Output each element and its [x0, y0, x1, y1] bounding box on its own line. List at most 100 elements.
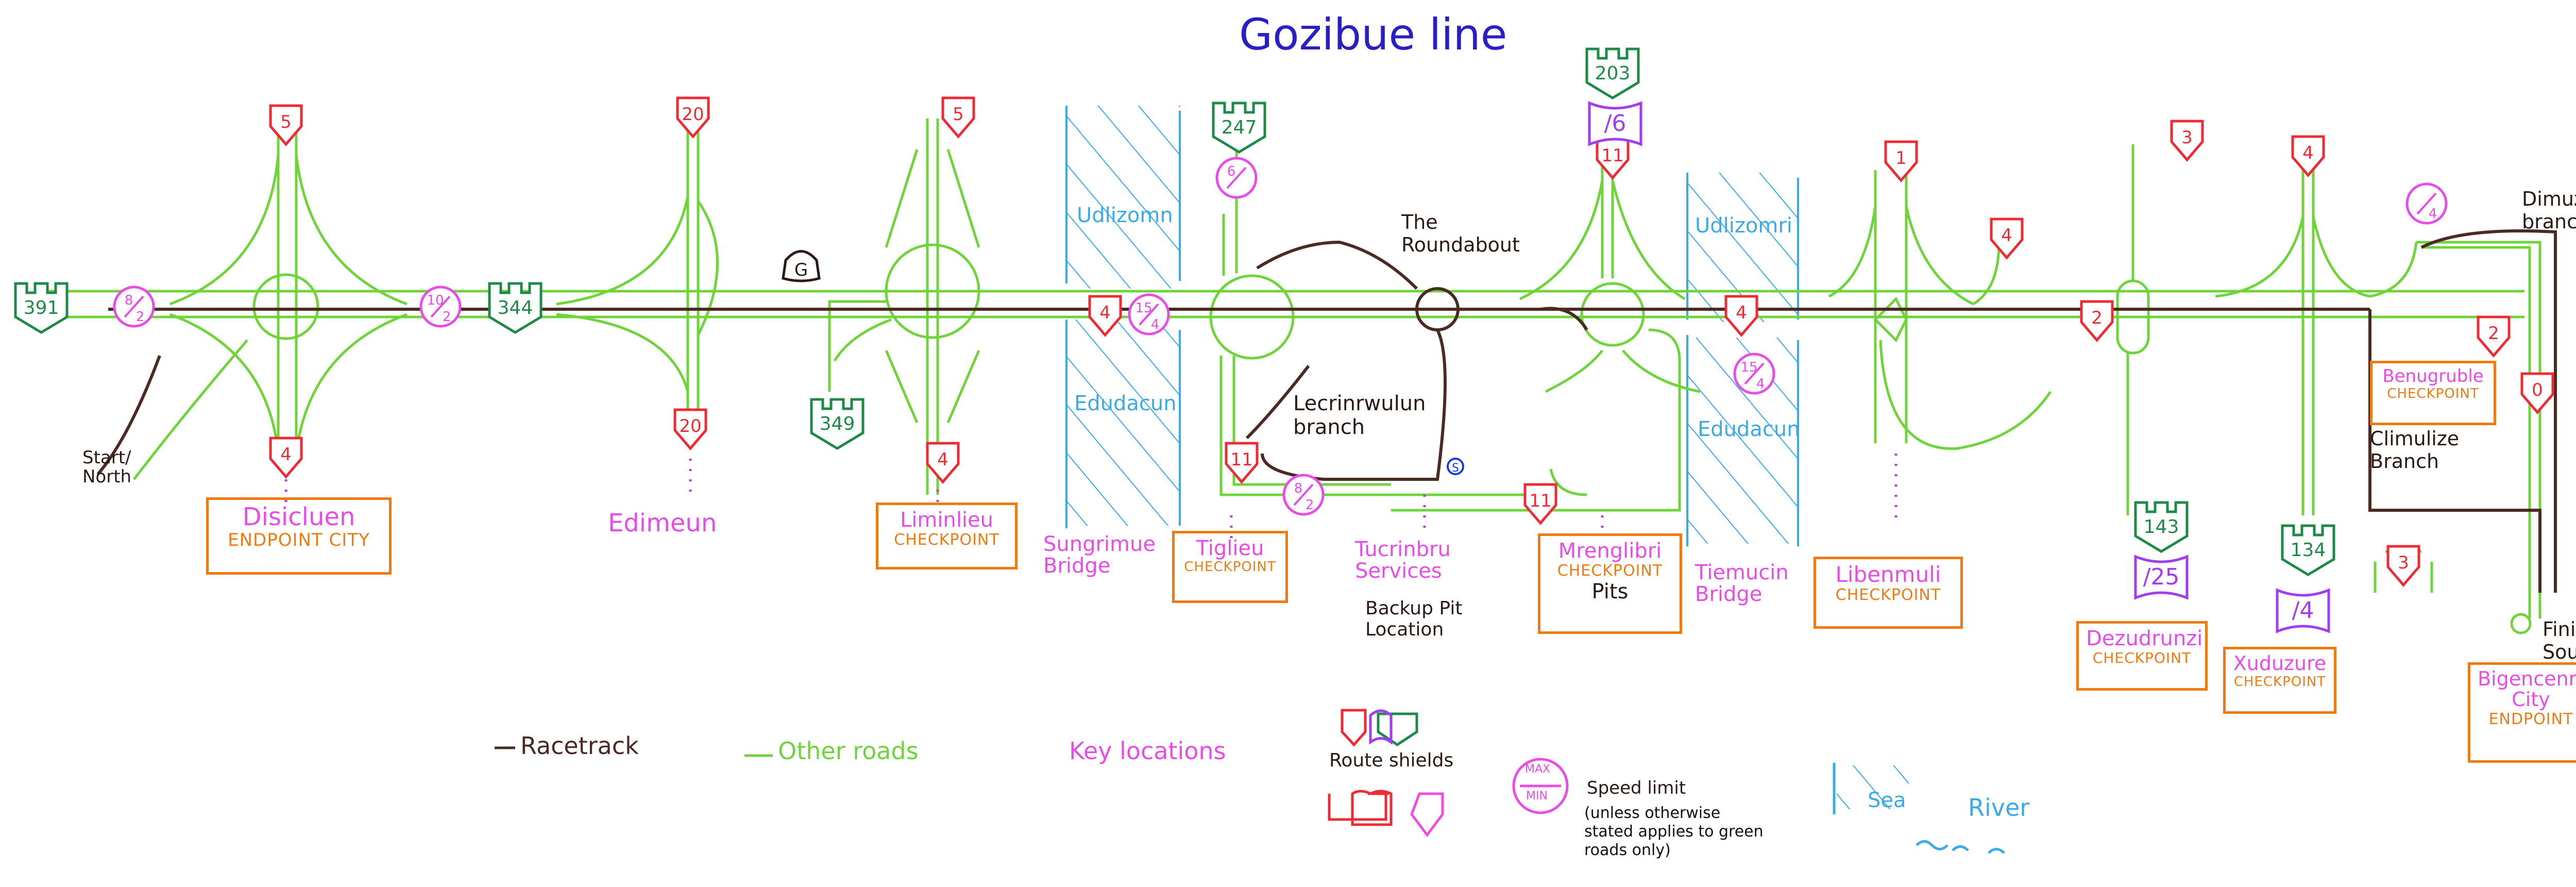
shield-number: 0 — [2532, 380, 2543, 400]
speed-limit-sign: 154 — [1128, 293, 1170, 336]
red-route-shield-20: 20 — [673, 408, 707, 450]
purple-route-shield: /6 — [1588, 101, 1642, 146]
location-name: Xuduzure — [2233, 652, 2327, 675]
water-label-south-2: Edudacun — [1698, 417, 1800, 441]
leader-lines — [284, 454, 1897, 541]
legend-speed-limit-note: (unless otherwise stated applies to gree… — [1584, 804, 1764, 859]
speed-min: 4 — [1151, 317, 1160, 332]
purple-shield-group: /6/25/4 — [1588, 101, 2330, 633]
location-name: Mrenglibri — [1558, 539, 1662, 563]
speed-min: 2 — [443, 309, 451, 325]
location-name: Libenmuli — [1835, 562, 1941, 587]
red-route-shield-11: 11 — [1596, 138, 1630, 180]
red-route-shield-4: 4 — [1724, 295, 1758, 337]
lecrinrwulun-branch-label: Lecrinrwulun branch — [1293, 392, 1426, 439]
speed-max: 8 — [125, 293, 133, 308]
red-route-shield-4: 4 — [2291, 135, 2325, 177]
green-route-shield-143: 143 — [2134, 501, 2189, 553]
legend-speed-max: MAX — [1525, 763, 1551, 776]
legend-speed-limit: Speed limit — [1587, 778, 1686, 798]
location-box-libenmuli: Libenmuli CHECKPOINT — [1814, 557, 1963, 629]
shield-number: 134 — [2291, 540, 2326, 561]
shield-number: 349 — [820, 413, 855, 434]
shield-number: 5 — [953, 104, 964, 125]
speed-min: 4 — [2429, 206, 2437, 222]
location-box-mrenglibri: Mrenglibri CHECKPOINT Pits — [1538, 533, 1682, 634]
green-route-shield-203: 203 — [1585, 47, 1640, 99]
legend-racetrack: Racetrack — [520, 732, 639, 760]
red-route-shield-1: 1 — [1884, 140, 1918, 182]
shield-number: 1 — [1895, 148, 1907, 169]
red-route-shield-5: 5 — [269, 104, 303, 146]
location-type: ENDPOINT CITY — [228, 530, 370, 551]
red-route-shield-4: 4 — [926, 442, 960, 484]
speed-limit-sign: 4 — [2405, 182, 2448, 225]
speed-max: 6 — [1227, 164, 1236, 179]
route-shield-g: G — [782, 250, 821, 282]
edimeun-label: Edimeun — [608, 509, 717, 538]
location-type: CHECKPOINT — [894, 531, 999, 549]
location-name: Tiglieu — [1196, 537, 1264, 560]
shield-number: 4 — [280, 444, 292, 465]
location-type: CHECKPOINT — [2387, 386, 2479, 401]
speed-limit-sign: 154 — [1733, 353, 1775, 395]
legend-sea: Sea — [1868, 789, 1906, 812]
legend-speed-min: MIN — [1526, 790, 1548, 802]
shield-number: 20 — [679, 416, 701, 437]
shield-number: 11 — [1230, 449, 1252, 470]
shield-number: /6 — [1604, 110, 1626, 137]
location-name: Bigencenryin City — [2478, 667, 2576, 711]
shield-number: 203 — [1595, 63, 1631, 84]
sungrimue-bridge-label: Sungrimue Bridge — [1043, 532, 1156, 578]
speed-limit-sign: 82 — [113, 286, 155, 328]
speed-max: 15 — [1135, 300, 1152, 316]
location-name: Dezudrunzi — [2086, 627, 2203, 650]
speed-max: 15 — [1740, 360, 1757, 375]
shield-number: 3 — [2181, 127, 2193, 148]
speed-min: 2 — [136, 309, 145, 325]
shield-number: 4 — [2302, 143, 2314, 163]
location-box-dezudrunzi: Dezudrunzi CHECKPOINT — [2076, 621, 2208, 691]
services-marker: S — [1447, 458, 1464, 475]
purple-route-shield: /25 — [2134, 555, 2189, 600]
green-route-shield-391: 391 — [14, 282, 69, 334]
shield-number: 3 — [2398, 553, 2409, 573]
red-route-shield-11: 11 — [1523, 483, 1557, 525]
red-route-shield-4: 4 — [269, 437, 303, 479]
shield-number: 2 — [2091, 308, 2103, 328]
red-route-shield-20: 20 — [676, 96, 710, 139]
speed-limit-sign: 82 — [1282, 474, 1325, 516]
page-title: Gozibue line — [1239, 9, 1507, 60]
tiemucin-bridge-label: Tiemucin Bridge — [1695, 561, 1789, 606]
shield-number: 143 — [2144, 516, 2179, 538]
finish-label: Finish/ South — [2543, 618, 2576, 663]
red-route-shield-0: 0 — [2520, 372, 2554, 414]
shield-number: /25 — [2143, 564, 2180, 590]
speed-max: 10 — [427, 293, 444, 308]
location-note: Pits — [1591, 580, 1629, 604]
other-roads — [41, 119, 2541, 634]
legend-river: River — [1968, 794, 2030, 822]
green-route-shield-247: 247 — [1212, 102, 1266, 154]
purple-route-shield: /4 — [2276, 588, 2330, 633]
green-route-shield-344: 344 — [488, 282, 543, 334]
speed-min: 2 — [1306, 497, 1314, 513]
shield-number: 344 — [498, 297, 533, 319]
legend-route-shields: Route shields — [1329, 750, 1454, 771]
svg-text:S: S — [1452, 462, 1459, 475]
start-label: Start/ North — [82, 447, 132, 488]
shield-number: 20 — [682, 104, 704, 125]
shield-number: 11 — [1529, 491, 1551, 511]
red-route-shield-11: 11 — [1225, 442, 1259, 484]
shield-number: 11 — [1601, 145, 1623, 166]
legend-other-roads: Other roads — [778, 737, 919, 765]
water-body-1 — [1065, 106, 1181, 528]
speed-max: 8 — [1294, 481, 1303, 496]
backup-pit-label: Backup Pit Location — [1365, 598, 1463, 641]
location-box-liminlieu: Liminlieu CHECKPOINT — [876, 503, 1018, 570]
speed-limit-sign: 102 — [419, 286, 462, 328]
legend-key-locations: Key locations — [1069, 737, 1226, 765]
svg-text:G: G — [794, 260, 808, 280]
